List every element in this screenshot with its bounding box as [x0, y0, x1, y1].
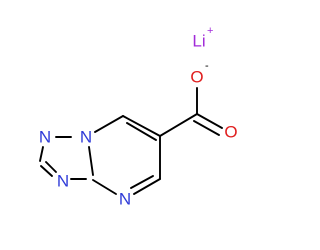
bond-c-left-n-bottom-double [45, 161, 57, 173]
bond-c-bottom-n-pyrimidine [133, 178, 161, 195]
bond-c-bottom-n-pyrimidine-double [130, 175, 154, 189]
bond-n-pyrimidine-c-fused [92, 179, 117, 195]
lithium-ion: Li [192, 32, 205, 51]
bond-n-bridge-c-top [94, 115, 124, 133]
bond-n1-c-left [39, 146, 44, 162]
bond-c-top-c-carboxyl-double [126, 122, 157, 141]
chemical-structure: N N N N O - O Li + [39, 25, 238, 209]
triazole-ring [39, 136, 94, 180]
bond-c-ring-c-acid [159, 113, 198, 137]
bond-c-acid-o-carbonyl [196, 113, 223, 129]
atom-n-bottom-left: N [57, 172, 69, 191]
bond-c-left-n-bottom [40, 165, 53, 177]
atom-o-carbonyl: O [224, 123, 237, 142]
lithium-charge: + [207, 25, 213, 37]
atom-n-bridge: N [80, 128, 92, 147]
atom-n-pyrimidine: N [119, 190, 131, 209]
carboxylate-group [159, 87, 223, 137]
atom-o-anion: O [190, 68, 203, 87]
bond-c-acid-o-carbonyl-double [193, 120, 220, 136]
atom-n-top-left: N [39, 128, 51, 147]
pyrimidine-ring [92, 115, 161, 195]
anion-charge: - [205, 60, 209, 72]
bond-c-top-c-carboxyl [122, 115, 161, 137]
bond-c-fused-n-bridge [88, 146, 94, 176]
